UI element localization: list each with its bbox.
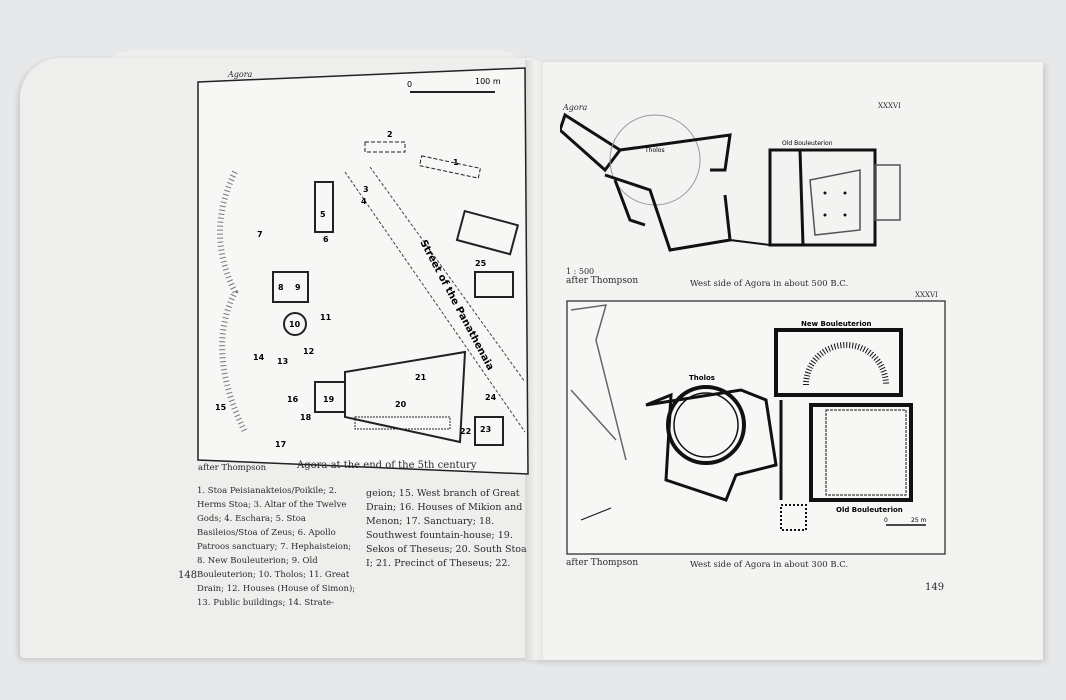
agora-map: 0 100 m Street of the Panathenaia 2 1 3 … [197, 67, 529, 475]
tholos-label-lower: Tholos [689, 374, 715, 382]
lower-credit: after Thompson [566, 558, 639, 568]
map-scale: 100 m [475, 77, 501, 86]
page-number-right: 149 [925, 582, 945, 593]
upper-credit: after Thompson [566, 276, 639, 286]
svg-text:1: 1 [453, 158, 459, 167]
lower-caption: West side of Agora in about 300 B.C. [690, 560, 849, 570]
page-number-left: 148 [178, 570, 198, 581]
svg-text:18: 18 [300, 413, 312, 422]
book-spine [525, 60, 543, 660]
svg-text:3: 3 [363, 185, 369, 194]
svg-text:23: 23 [480, 425, 491, 434]
north-arrow-icon [580, 507, 612, 521]
plate-number-upper: XXXVI [878, 102, 901, 110]
svg-text:6: 6 [323, 235, 329, 244]
new-bouleuterion-label: New Bouleuterion [801, 320, 872, 328]
plan-500bc: Tholos Old Bouleuterion [560, 112, 901, 252]
left-caption: Agora at the end of the 5th century [297, 460, 477, 471]
old-bouleuterion-label-upper: Old Bouleuterion [782, 140, 833, 147]
svg-text:12: 12 [303, 347, 314, 356]
svg-text:20: 20 [395, 400, 407, 409]
svg-text:5: 5 [320, 210, 326, 219]
svg-text:8: 8 [278, 283, 284, 292]
legend-column-2: geion; 15. West branch of Great Drain; 1… [366, 488, 527, 567]
svg-text:4: 4 [361, 197, 367, 206]
svg-text:7: 7 [257, 230, 263, 239]
svg-text:14: 14 [253, 353, 265, 362]
svg-text:2: 2 [387, 130, 393, 139]
svg-text:21: 21 [415, 373, 427, 382]
running-head-right: Agora [563, 103, 588, 112]
svg-text:19: 19 [323, 395, 335, 404]
legend-column-1: 1. Stoa Peisianakteios/Poikile; 2. Herms… [197, 486, 356, 608]
upper-scale: 1 : 500 [566, 267, 595, 276]
svg-text:17: 17 [275, 440, 286, 449]
svg-text:24: 24 [485, 393, 497, 402]
svg-text:22: 22 [460, 427, 471, 436]
svg-text:15: 15 [215, 403, 227, 412]
upper-caption: West side of Agora in about 500 B.C. [690, 279, 849, 289]
tholos-label-upper: Tholos [644, 147, 665, 154]
plate-number-lower: XXXVI [915, 291, 938, 299]
left-credit: after Thompson [198, 463, 267, 473]
old-bouleuterion-label-lower: Old Bouleuterion [836, 506, 903, 514]
svg-text:11: 11 [320, 313, 332, 322]
svg-text:16: 16 [287, 395, 299, 404]
svg-text:10: 10 [289, 320, 301, 329]
lower-scale-zero: 0 [884, 517, 888, 524]
map-scale-zero: 0 [407, 80, 412, 89]
svg-text:13: 13 [277, 357, 288, 366]
running-head-left: Agora [228, 70, 253, 79]
plan-300bc: Tholos New Bouleuterion Old Bouleuterion… [566, 300, 946, 555]
lower-scale: 25 m [911, 517, 927, 524]
svg-text:25: 25 [475, 259, 487, 268]
svg-text:9: 9 [295, 283, 301, 292]
